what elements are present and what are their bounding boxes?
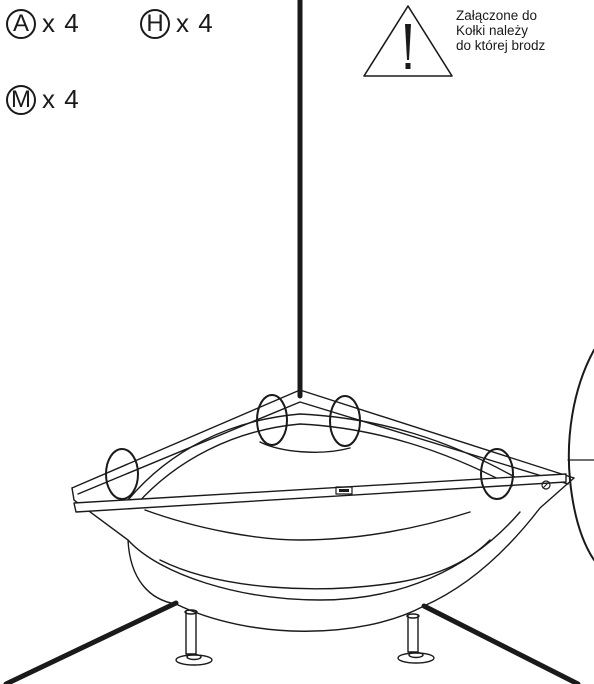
floor-line-right <box>421 603 581 684</box>
part-h-label: H x 4 <box>140 8 214 39</box>
detail-callout-circle <box>567 349 594 561</box>
warning-line-2: Kołki należy <box>456 23 529 38</box>
tub-leg-left <box>175 609 213 666</box>
tub-leg-right <box>397 613 435 664</box>
corner-bathtub <box>71 389 575 632</box>
part-a-quantity: x 4 <box>42 8 80 38</box>
part-a-label: A x 4 <box>6 8 80 39</box>
part-h-circle: H <box>140 8 170 39</box>
part-m-quantity: x 4 <box>42 84 80 114</box>
warning-triangle-icon <box>363 5 453 77</box>
fixing-point-circle-2 <box>256 394 288 446</box>
floor-line-left <box>3 600 179 684</box>
part-h-quantity: x 4 <box>176 8 214 38</box>
fixing-point-circle-1 <box>105 448 139 500</box>
part-m-circle: M <box>6 84 36 115</box>
warning-text: Załączone do Kołki należy do której brod… <box>456 8 594 53</box>
part-a-circle: A <box>6 8 36 39</box>
front-rail <box>73 473 567 513</box>
fixing-point-circle-4 <box>480 448 514 500</box>
fixing-point-circle-3 <box>329 395 361 447</box>
warning-line-3: do której brodz <box>456 38 546 53</box>
part-m-label: M x 4 <box>6 84 80 115</box>
warning-line-1: Załączone do <box>456 8 538 23</box>
